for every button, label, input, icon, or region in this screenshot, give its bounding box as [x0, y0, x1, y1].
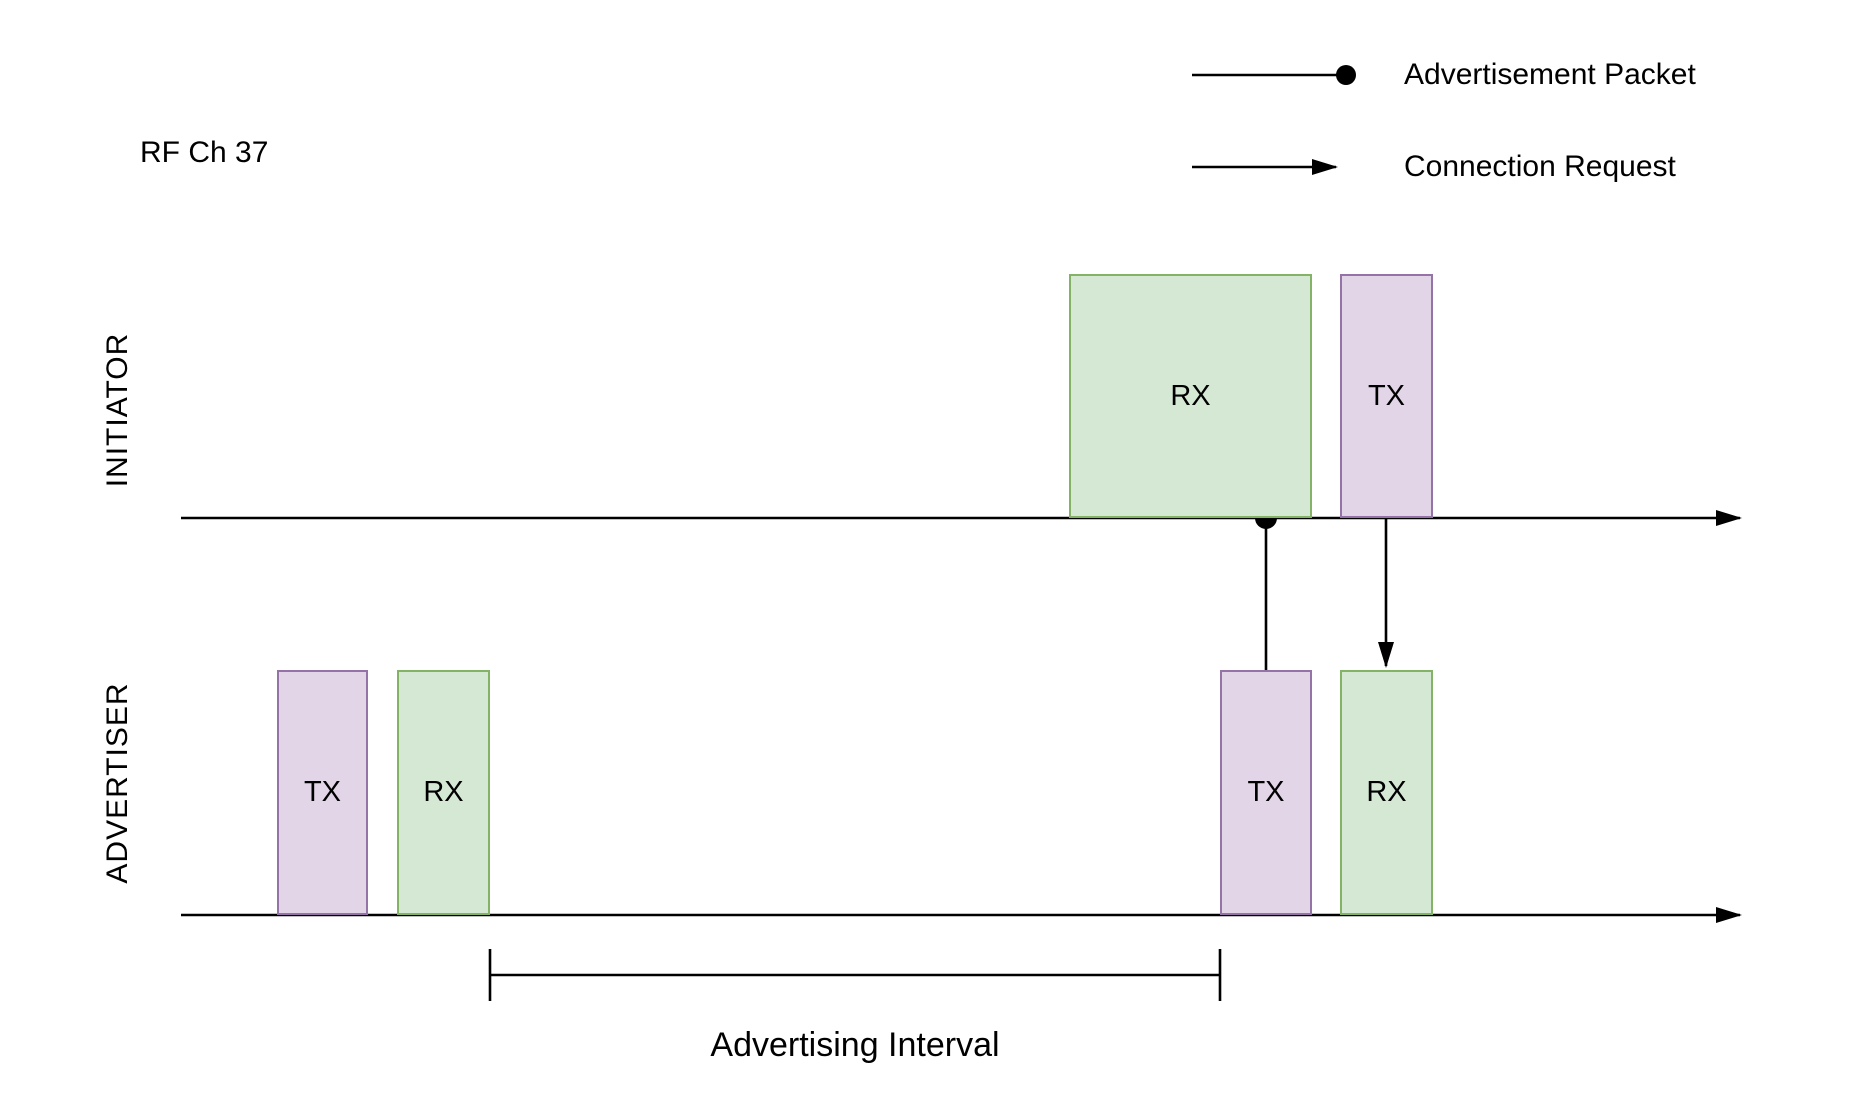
advertisement-packet-symbol-icon	[1192, 65, 1356, 85]
advertiser-rx1-box: RX	[397, 670, 490, 915]
connection-request-symbol-icon	[1192, 159, 1338, 175]
legend-item-connection-request: Connection Request	[1190, 150, 1676, 184]
advertiser-rx1-label: RX	[423, 776, 464, 808]
advertiser-rx2-label: RX	[1366, 776, 1407, 808]
interval-bracket	[488, 949, 1222, 1001]
legend-label-advertisement-packet: Advertisement Packet	[1404, 58, 1696, 91]
advertiser-lane-label: ADVERTISER	[101, 682, 134, 884]
initiator-rx-label: RX	[1170, 379, 1211, 412]
advertiser-tx2-box: TX	[1220, 670, 1312, 915]
initiator-tx-box: TX	[1340, 274, 1433, 518]
legend-item-advertisement-packet: Advertisement Packet	[1190, 58, 1696, 92]
advertiser-tx1-box: TX	[277, 670, 368, 915]
advertising-interval-label: Advertising Interval	[710, 1026, 1000, 1064]
advertiser-rx2-box: RX	[1340, 670, 1433, 915]
advertiser-tx2-label: TX	[1247, 776, 1285, 808]
advertiser-tx1-label: TX	[303, 776, 342, 808]
channel-title: RF Ch 37	[140, 136, 269, 169]
initiator-rx-box: RX	[1069, 274, 1312, 518]
initiator-tx-label: TX	[1367, 379, 1406, 412]
legend-label-connection-request: Connection Request	[1404, 150, 1676, 183]
initiator-lane-label: INITIATOR	[101, 332, 134, 488]
